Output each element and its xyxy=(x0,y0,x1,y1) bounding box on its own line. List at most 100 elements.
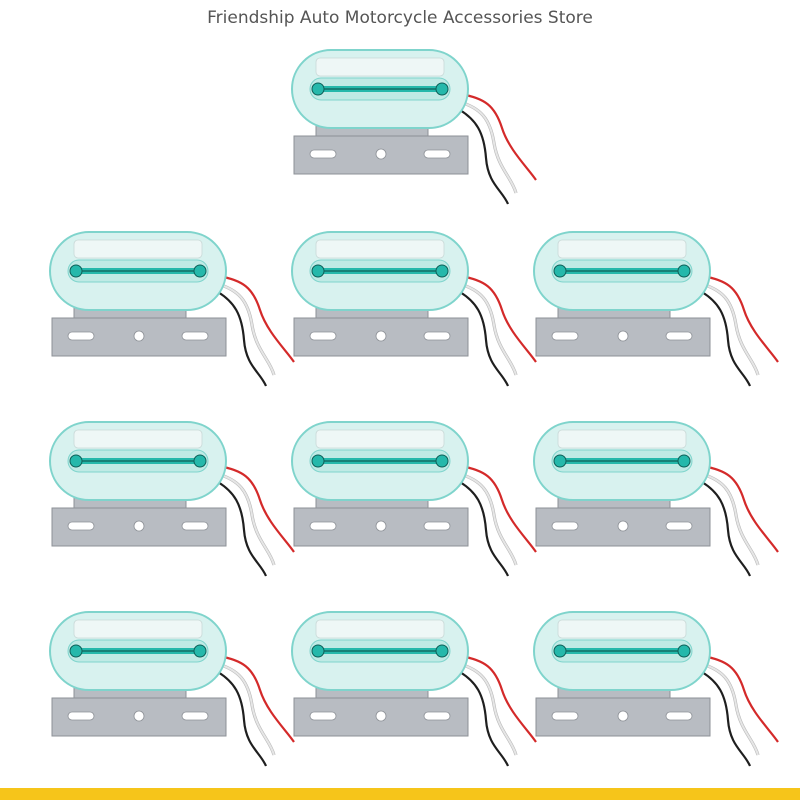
bracket-slot-left xyxy=(551,521,579,531)
bracket-slot-right xyxy=(665,521,693,531)
white-wire xyxy=(459,663,517,756)
bracket-slot-left xyxy=(309,149,337,159)
led-bulb-right xyxy=(677,454,691,468)
led-bulb-right xyxy=(677,264,691,278)
white-wire xyxy=(459,473,517,566)
bracket-slot-left xyxy=(551,711,579,721)
bracket-slot-left xyxy=(309,711,337,721)
led-marker-light-icon xyxy=(49,421,295,577)
bracket-slot-right xyxy=(665,331,693,341)
led-bulb-right xyxy=(193,454,207,468)
black-wire xyxy=(459,481,510,577)
led-marker-light-icon xyxy=(49,611,295,767)
bracket-hole xyxy=(133,520,145,532)
led-bulb-right xyxy=(435,644,449,658)
bracket-slot-right xyxy=(181,711,209,721)
lens-top-ridge xyxy=(73,239,203,259)
led-bulb-right xyxy=(193,644,207,658)
led-bulb-left xyxy=(69,644,83,658)
bracket-hole xyxy=(375,520,387,532)
bracket-hole xyxy=(617,520,629,532)
led-bulb-left xyxy=(311,264,325,278)
bracket-slot-left xyxy=(309,521,337,531)
white-wire xyxy=(701,663,759,756)
white-wire xyxy=(459,283,517,376)
bottom-accent-bar xyxy=(0,788,800,800)
black-wire xyxy=(217,291,268,387)
led-marker-light-icon xyxy=(291,49,537,205)
led-bulb-right xyxy=(193,264,207,278)
red-wire xyxy=(459,92,537,181)
bracket-hole xyxy=(375,148,387,160)
red-wire xyxy=(459,464,537,553)
bracket-slot-left xyxy=(67,521,95,531)
bracket-slot-left xyxy=(309,331,337,341)
bracket-slot-right xyxy=(423,711,451,721)
bracket-slot-left xyxy=(67,331,95,341)
bracket-slot-right xyxy=(423,521,451,531)
led-bulb-left xyxy=(553,264,567,278)
led-bulb-right xyxy=(435,454,449,468)
led-marker-light-icon xyxy=(291,421,537,577)
white-wire xyxy=(217,473,275,566)
led-marker-light-icon xyxy=(291,231,537,387)
led-bulb-right xyxy=(677,644,691,658)
led-marker-light-icon xyxy=(533,611,779,767)
black-wire xyxy=(701,671,752,767)
bracket-slot-right xyxy=(181,331,209,341)
black-wire xyxy=(701,481,752,577)
red-wire xyxy=(459,654,537,743)
bracket-hole xyxy=(133,710,145,722)
lens-top-ridge xyxy=(73,429,203,449)
lens-top-ridge xyxy=(557,429,687,449)
lens-top-ridge xyxy=(73,619,203,639)
store-name: Friendship Auto Motorcycle Accessories S… xyxy=(207,8,593,28)
red-wire xyxy=(701,654,779,743)
black-wire xyxy=(459,671,510,767)
lens-top-ridge xyxy=(315,619,445,639)
led-bulb-left xyxy=(69,454,83,468)
red-wire xyxy=(217,464,295,553)
lens-top-ridge xyxy=(315,429,445,449)
lens-top-ridge xyxy=(557,619,687,639)
white-wire xyxy=(217,283,275,376)
lens-top-ridge xyxy=(315,239,445,259)
white-wire xyxy=(459,101,517,194)
led-bulb-left xyxy=(311,644,325,658)
red-wire xyxy=(701,464,779,553)
black-wire xyxy=(701,291,752,387)
red-wire xyxy=(459,274,537,363)
red-wire xyxy=(701,274,779,363)
bracket-slot-right xyxy=(665,711,693,721)
led-bulb-left xyxy=(311,454,325,468)
black-wire xyxy=(459,291,510,387)
black-wire xyxy=(217,671,268,767)
bracket-hole xyxy=(617,710,629,722)
led-marker-light-icon xyxy=(533,231,779,387)
white-wire xyxy=(701,473,759,566)
bracket-hole xyxy=(375,330,387,342)
led-bulb-right xyxy=(435,264,449,278)
bracket-hole xyxy=(617,330,629,342)
bracket-slot-right xyxy=(423,149,451,159)
led-bulb-left xyxy=(69,264,83,278)
red-wire xyxy=(217,654,295,743)
black-wire xyxy=(217,481,268,577)
led-bulb-left xyxy=(553,454,567,468)
bracket-slot-right xyxy=(181,521,209,531)
bracket-slot-left xyxy=(551,331,579,341)
bracket-slot-left xyxy=(67,711,95,721)
bracket-slot-right xyxy=(423,331,451,341)
white-wire xyxy=(217,663,275,756)
led-marker-light-icon xyxy=(49,231,295,387)
led-bulb-right xyxy=(435,82,449,96)
red-wire xyxy=(217,274,295,363)
bracket-hole xyxy=(375,710,387,722)
lens-top-ridge xyxy=(557,239,687,259)
lens-top-ridge xyxy=(315,57,445,77)
black-wire xyxy=(459,109,510,205)
led-marker-light-icon xyxy=(291,611,537,767)
white-wire xyxy=(701,283,759,376)
led-bulb-left xyxy=(311,82,325,96)
led-bulb-left xyxy=(553,644,567,658)
